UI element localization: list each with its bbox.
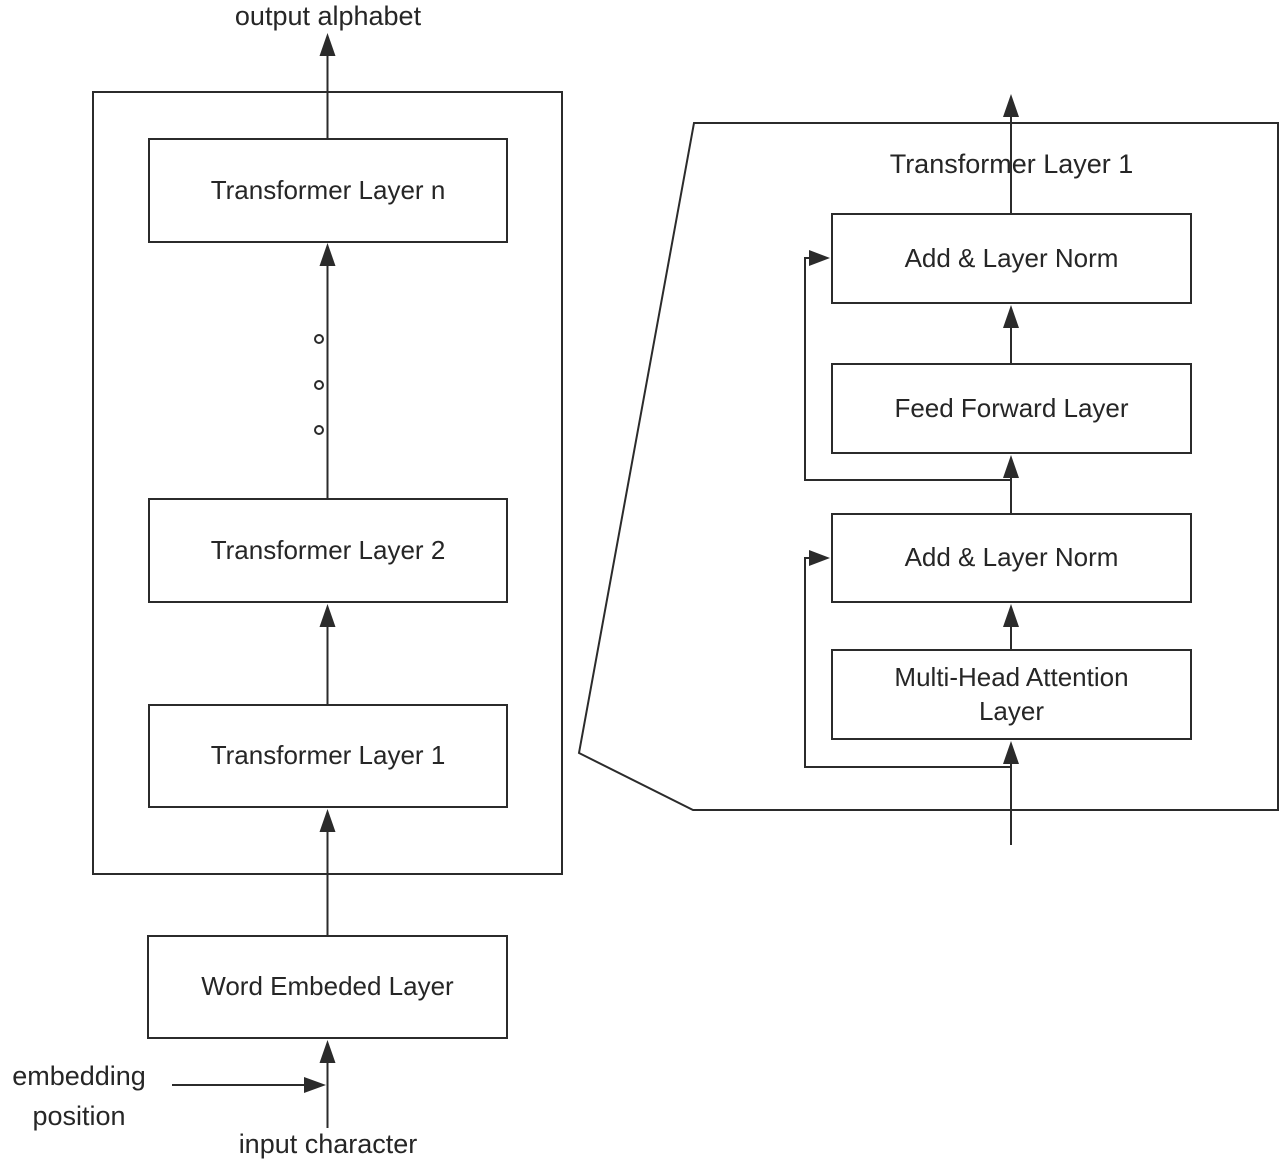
embedding-position-line1: embedding: [12, 1061, 146, 1091]
arrowhead-into-word-embed: [319, 1040, 336, 1063]
arrowhead-output: [319, 33, 336, 56]
skip-connection-attention: [804, 557, 1011, 768]
multi-head-attention-box: Multi-Head Attention Layer: [831, 649, 1192, 740]
embedding-position-line2: position: [32, 1101, 126, 1131]
ellipsis-dot: [314, 380, 324, 390]
add-layer-norm-bottom-label: Add & Layer Norm: [904, 542, 1119, 573]
arrowhead-into-layer-2: [319, 604, 336, 627]
transformer-layer-2-box: Transformer Layer 2: [148, 498, 508, 603]
transformer-layer-n-label: Transformer Layer n: [210, 174, 446, 205]
arrowhead-panel-output: [1003, 94, 1019, 117]
output-alphabet-label: output alphabet: [234, 1, 422, 31]
add-layer-norm-top-box: Add & Layer Norm: [831, 213, 1192, 304]
arrowhead-into-ffl: [1003, 455, 1019, 478]
feed-forward-layer-label: Feed Forward Layer: [894, 392, 1129, 423]
embedding-position-label: embedding position: [0, 1056, 158, 1136]
arrowhead-position-embedding: [304, 1077, 326, 1093]
arrowhead-into-mha: [1003, 741, 1019, 764]
skip-connection-feedforward: [804, 257, 1011, 481]
input-character-label: input character: [238, 1129, 418, 1159]
arrowhead-into-addnorm-top: [1003, 305, 1019, 328]
transformer-layer-1-box: Transformer Layer 1: [148, 704, 508, 808]
ellipsis-dot: [314, 334, 324, 344]
arrowhead-into-layer-1: [319, 809, 336, 832]
arrowhead-skip-attention: [809, 550, 830, 566]
word-embed-layer-box: Word Embeded Layer: [147, 935, 508, 1039]
add-layer-norm-top-label: Add & Layer Norm: [904, 242, 1119, 273]
multi-head-attention-label-line2: Layer: [978, 695, 1045, 726]
feed-forward-layer-box: Feed Forward Layer: [831, 363, 1192, 454]
word-embed-layer-label: Word Embeded Layer: [201, 971, 454, 1002]
arrowhead-into-layer-n: [319, 243, 336, 266]
detail-panel-title: Transformer Layer 1: [889, 149, 1134, 179]
transformer-layer-2-label: Transformer Layer 2: [210, 534, 446, 565]
add-layer-norm-bottom-box: Add & Layer Norm: [831, 513, 1192, 603]
ellipsis-dot: [314, 425, 324, 435]
transformer-layer-n-box: Transformer Layer n: [148, 138, 508, 243]
detail-panel-outline: [577, 122, 1279, 811]
arrowhead-into-addnorm-bottom: [1003, 604, 1019, 627]
multi-head-attention-label-line1: Multi-Head Attention: [894, 661, 1129, 692]
transformer-layer-1-label: Transformer Layer 1: [210, 740, 446, 771]
arrowhead-skip-feedforward: [809, 250, 830, 266]
